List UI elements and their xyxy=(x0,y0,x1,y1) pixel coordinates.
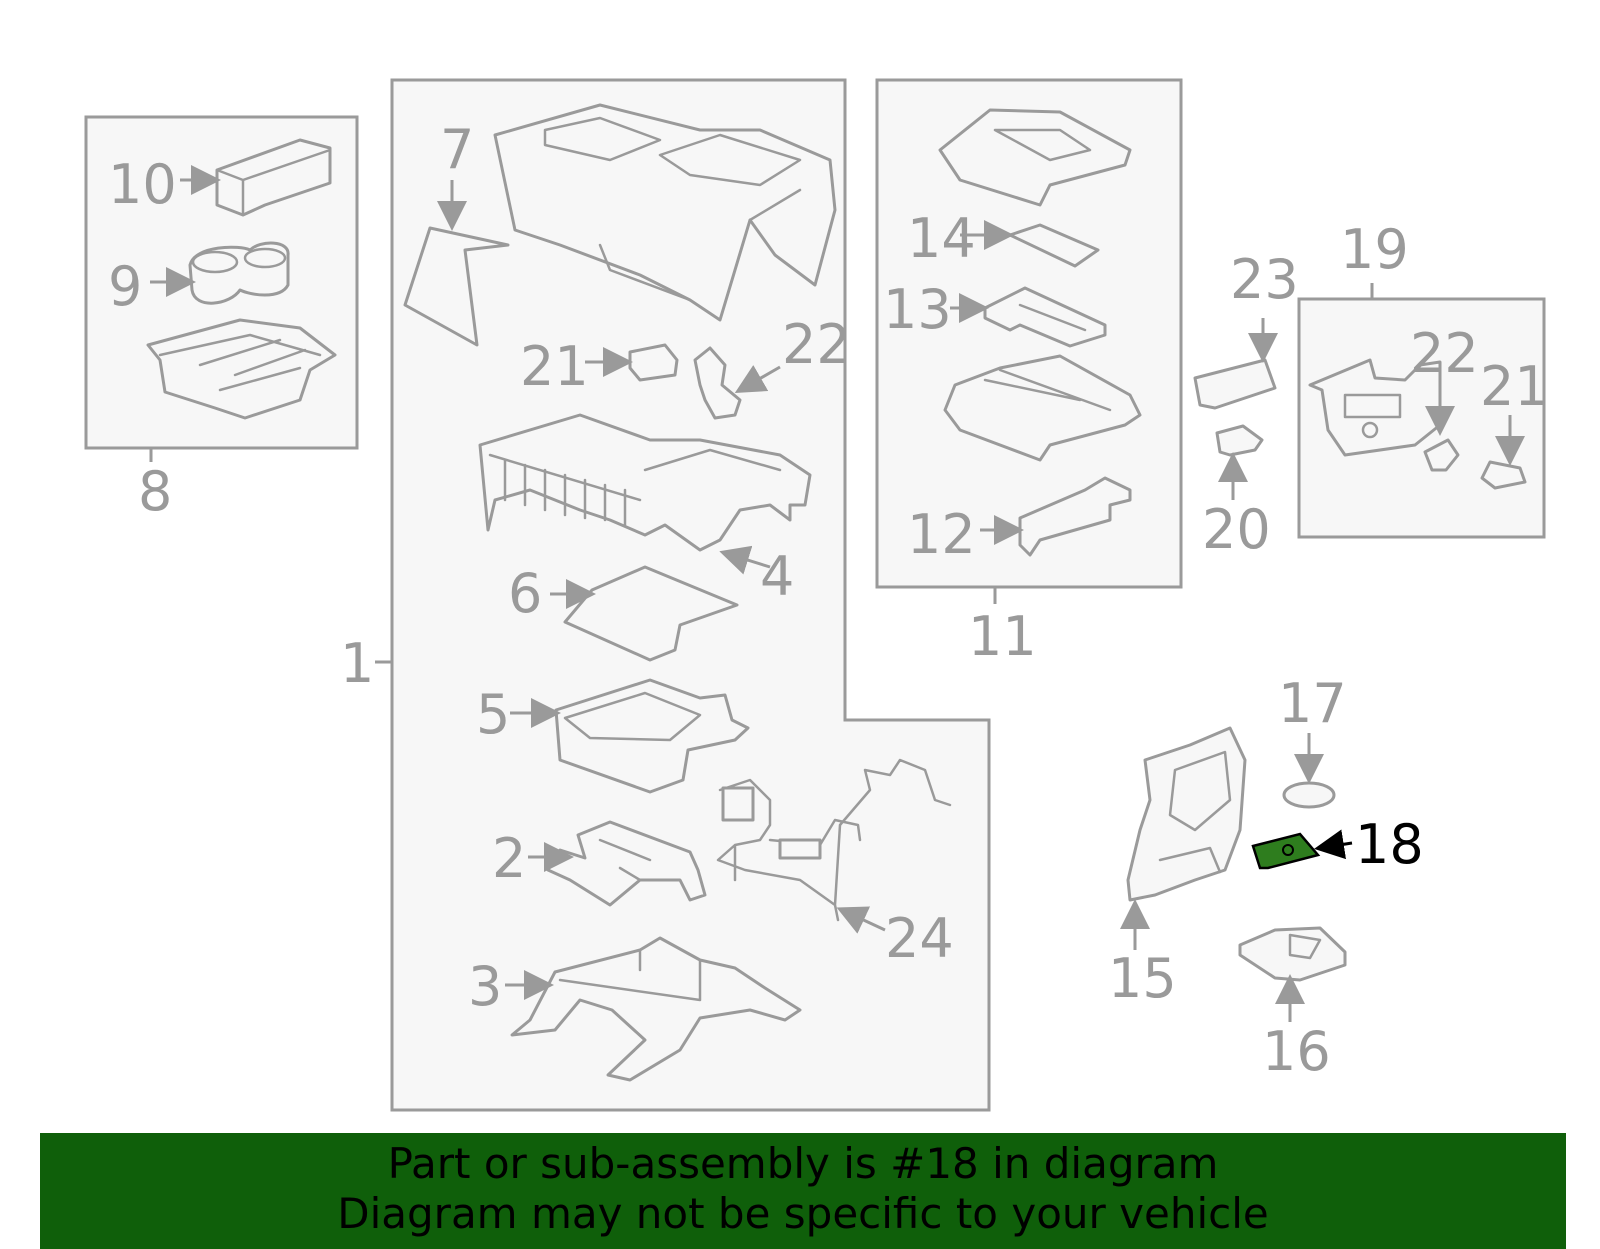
callout-12: 12 xyxy=(907,503,976,566)
callout-16: 16 xyxy=(1262,1020,1331,1083)
part-7-shape xyxy=(403,226,510,347)
part-22a-shape xyxy=(693,346,742,420)
part-5-shape xyxy=(554,678,750,794)
callout-8: 8 xyxy=(138,460,172,523)
part-6-shape xyxy=(563,565,739,662)
callout-3: 3 xyxy=(468,955,502,1018)
part-11-lid-shape xyxy=(943,354,1142,462)
banner-line-1: Part or sub-assembly is #18 in diagram xyxy=(387,1139,1219,1188)
callout-15: 15 xyxy=(1108,947,1177,1010)
callout-11: 11 xyxy=(968,605,1037,668)
callout-17: 17 xyxy=(1278,672,1347,735)
part-3-shape xyxy=(510,936,802,1082)
banner-line-2: Diagram may not be specific to your vehi… xyxy=(337,1189,1269,1238)
console-housing-shape xyxy=(493,103,837,322)
part-14-shape xyxy=(1008,223,1100,268)
part-16-shape xyxy=(1238,926,1347,982)
part-21a-shape xyxy=(628,343,679,382)
part-8-tray-shape xyxy=(146,318,337,420)
callout-10: 10 xyxy=(108,153,177,216)
callout-5: 5 xyxy=(476,683,510,746)
callout-4: 4 xyxy=(760,545,794,608)
part-9-shape xyxy=(188,241,290,305)
callout-21b: 21 xyxy=(1480,355,1549,418)
part-15-shape xyxy=(1126,726,1247,902)
part-12-shape xyxy=(1018,476,1132,557)
callout-7: 7 xyxy=(440,118,474,181)
callout-9: 9 xyxy=(108,255,142,318)
callout-6: 6 xyxy=(508,562,542,625)
part-4-shape xyxy=(478,413,812,552)
callout-19: 19 xyxy=(1340,218,1409,281)
part-17-shape xyxy=(1282,781,1336,809)
callout-2: 2 xyxy=(492,827,526,890)
callout-22a: 22 xyxy=(782,313,851,376)
callout-1: 1 xyxy=(340,632,374,695)
callout-13: 13 xyxy=(883,278,952,341)
part-18-highlighted-shape xyxy=(1251,832,1321,870)
callout-18: 18 xyxy=(1355,813,1424,876)
callout-22b: 22 xyxy=(1410,322,1479,385)
callout-24: 24 xyxy=(885,907,954,970)
callout-21a: 21 xyxy=(520,335,589,398)
part-23-shape xyxy=(1193,358,1277,410)
part-11-lid-top-shape xyxy=(938,108,1132,207)
part-20-shape xyxy=(1215,424,1264,457)
info-banner: Part or sub-assembly is #18 in diagram D… xyxy=(40,1133,1566,1249)
part-22b-shape xyxy=(1423,438,1460,472)
callout-20: 20 xyxy=(1202,498,1271,561)
part-21b-shape xyxy=(1480,460,1527,490)
part-24-harness-shape xyxy=(716,758,952,922)
callout-23: 23 xyxy=(1230,248,1299,311)
part-13-shape xyxy=(983,286,1107,348)
part-10-shape xyxy=(215,138,332,217)
callout-14: 14 xyxy=(907,207,976,270)
